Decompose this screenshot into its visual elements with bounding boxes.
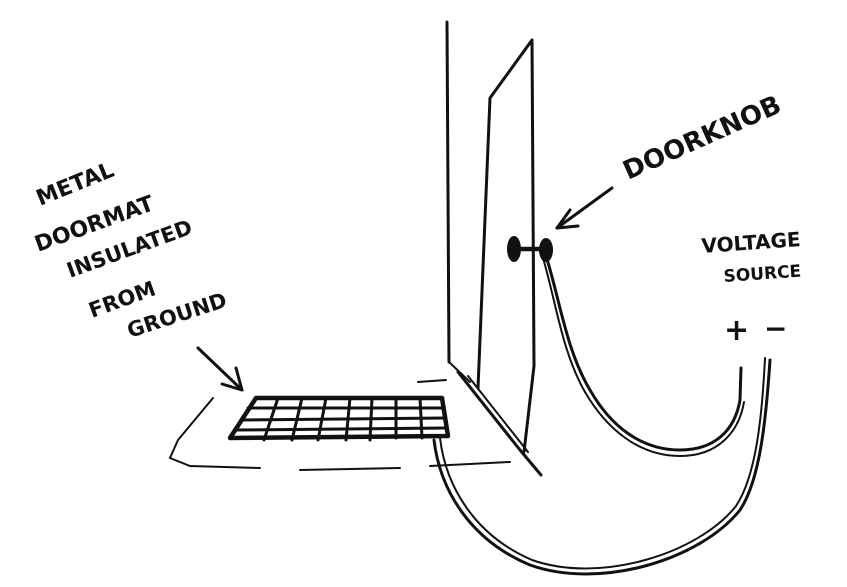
voltage-label-line1: VOLTAGE bbox=[701, 227, 802, 258]
wire-doorknob-to-positive bbox=[546, 256, 741, 450]
floor-outline-right bbox=[418, 380, 446, 382]
doormat-arrow-icon bbox=[198, 348, 242, 390]
wire-doormat-to-negative bbox=[434, 360, 770, 574]
negative-terminal-label: − bbox=[764, 312, 787, 345]
doorknob-arrow-icon bbox=[557, 188, 612, 228]
voltage-label-line2: SOURCE bbox=[723, 262, 802, 287]
doormat-label: METAL DOORMAT INSULATED FROM GROUND bbox=[32, 158, 230, 343]
door bbox=[478, 40, 534, 452]
voltage-source-label: VOLTAGE SOURCE + − bbox=[701, 227, 802, 348]
door-frame bbox=[447, 22, 449, 362]
doormat bbox=[230, 398, 448, 440]
door-bottom-edge-2 bbox=[468, 376, 528, 452]
doorknob-label: DOORKNOB bbox=[619, 90, 786, 186]
positive-terminal-label: + bbox=[724, 313, 749, 348]
doormat-label-line1: METAL bbox=[33, 158, 118, 212]
